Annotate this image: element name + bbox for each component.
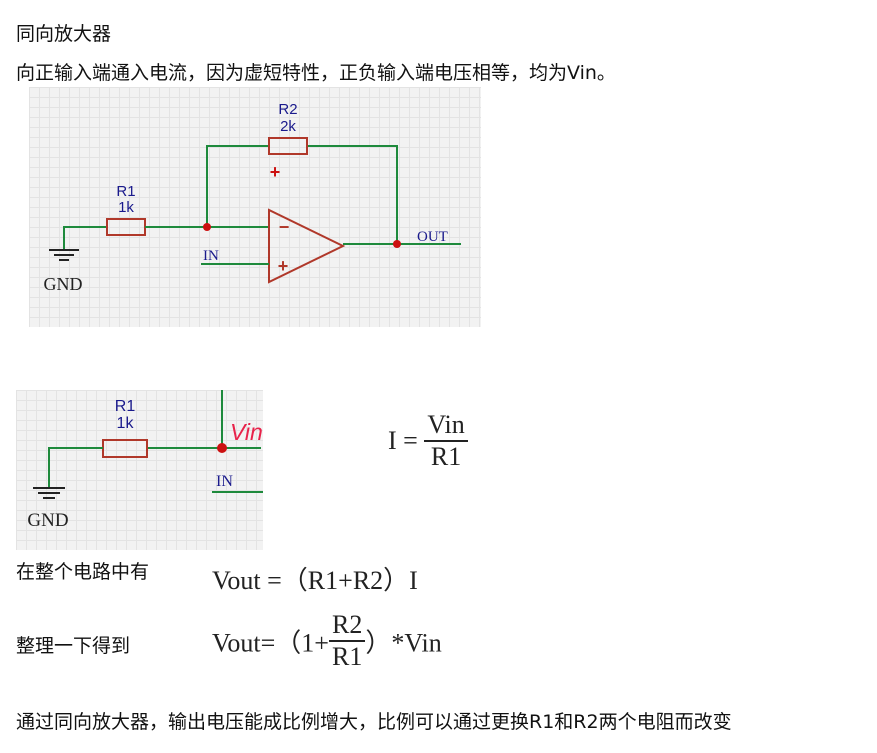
junction-node bbox=[217, 443, 227, 453]
current-formula: I = Vin R1 bbox=[388, 410, 468, 472]
total-circuit-label: 在整个电路中有 bbox=[16, 561, 150, 583]
page-title: 同向放大器 bbox=[16, 23, 112, 45]
op-amp-minus-sign: − bbox=[279, 217, 290, 237]
gain-formula-prefix: Vout=（1+ bbox=[212, 628, 329, 658]
total-voltage-formula: Vout =（R1+R2）I bbox=[212, 566, 418, 595]
input-branch-drawing: R1 1k GND IN Vin bbox=[27, 390, 263, 531]
r2-value-label: 2k bbox=[280, 118, 296, 135]
r2-name-label: R2 bbox=[278, 101, 297, 118]
amplifier-schematic-drawing: R2 2k + R1 1k GND − + IN OUT bbox=[44, 101, 461, 294]
current-numerator: Vin bbox=[427, 410, 465, 439]
feedback-wire-right bbox=[307, 145, 398, 244]
gnd-label: GND bbox=[44, 274, 83, 294]
op-amp-plus-sign: + bbox=[278, 256, 289, 276]
gnd-wire bbox=[63, 226, 107, 250]
current-fraction: Vin R1 bbox=[424, 410, 468, 472]
arranged-label: 整理一下得到 bbox=[16, 635, 131, 657]
fraction-bar bbox=[424, 440, 468, 442]
resistor-r1 bbox=[106, 218, 146, 236]
fraction-bar bbox=[328, 640, 366, 642]
resistor-r2 bbox=[268, 137, 308, 155]
conclusion-text: 通过同向放大器，输出电压能成比例增大，比例可以通过更换R1和R2两个电阻而改变 bbox=[16, 711, 732, 733]
r1-value-label: 1k bbox=[118, 199, 134, 216]
r1-value-label: 1k bbox=[117, 415, 135, 432]
gain-formula-suffix: ）*Vin bbox=[365, 628, 442, 658]
op-amp bbox=[268, 208, 346, 284]
current-denominator: R1 bbox=[430, 442, 462, 471]
gnd-wire bbox=[48, 447, 103, 488]
input-branch-schematic: R1 1k GND IN Vin bbox=[16, 390, 263, 550]
in-label: IN bbox=[203, 248, 219, 264]
out-label: OUT bbox=[417, 229, 448, 245]
amplifier-schematic: R2 2k + R1 1k GND − + IN OUT bbox=[29, 87, 481, 327]
vin-handwritten-note: Vin bbox=[230, 419, 263, 445]
junction-output-node bbox=[393, 240, 401, 248]
r1-name-label: R1 bbox=[115, 398, 136, 415]
r1-name-label: R1 bbox=[116, 183, 135, 200]
gain-numerator: R2 bbox=[331, 610, 363, 639]
resistor-r1 bbox=[102, 439, 148, 458]
current-formula-lhs: I = bbox=[388, 426, 418, 455]
gain-denominator: R1 bbox=[331, 642, 363, 671]
plus-mark: + bbox=[270, 162, 281, 182]
feedback-wire bbox=[206, 145, 269, 227]
gnd-label: GND bbox=[27, 510, 68, 531]
intro-text: 向正输入端通入电流，因为虚短特性，正负输入端电压相等，均为Vin。 bbox=[16, 62, 616, 84]
in-label: IN bbox=[216, 473, 233, 490]
junction-inverting-node bbox=[203, 223, 211, 231]
